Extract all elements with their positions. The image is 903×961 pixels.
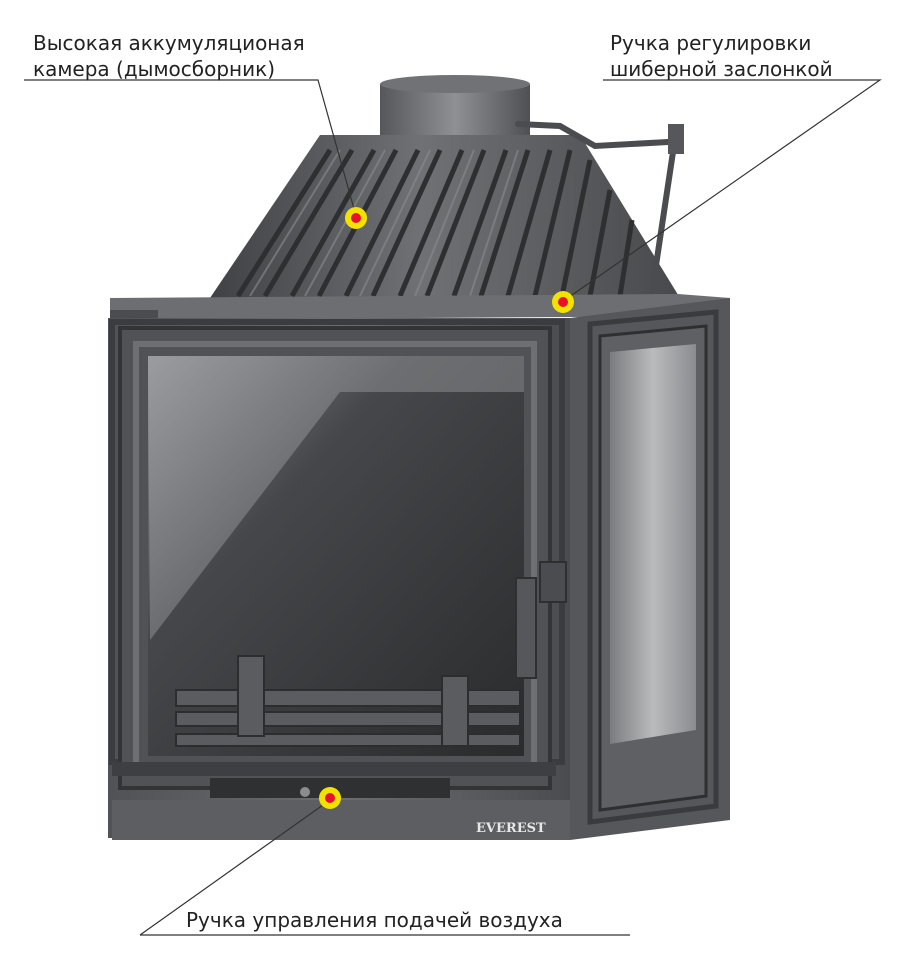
front-door	[118, 326, 552, 790]
label-damper-line1: Ручка регулировки	[610, 31, 812, 55]
label-chamber-line1: Высокая аккумуляционая	[33, 31, 305, 55]
door-handle	[515, 561, 567, 679]
marker-damper	[552, 291, 574, 313]
label-accumulation-chamber: Высокая аккумуляционая камера (дымосборн…	[33, 30, 305, 82]
label-air-line1: Ручка управления подачей воздуха	[186, 908, 563, 932]
side-panel	[570, 298, 730, 840]
log-grate	[175, 655, 521, 747]
marker-chamber	[345, 207, 367, 229]
smoke-hood	[210, 135, 680, 298]
label-damper-handle: Ручка регулировки шиберной заслонкой	[610, 30, 833, 82]
label-air-control: Ручка управления подачей воздуха	[186, 907, 563, 933]
label-damper-line2: шиберной заслонкой	[610, 57, 833, 81]
brand-logo: EVEREST	[476, 821, 546, 836]
side-glass	[610, 344, 696, 744]
leader-chamber	[24, 79, 357, 217]
label-chamber-line2: камера (дымосборник)	[33, 57, 276, 81]
air-control-strip	[112, 762, 570, 840]
leader-lines	[24, 79, 882, 936]
hood-ribs	[235, 148, 635, 298]
marker-air	[319, 787, 341, 809]
leader-damper	[561, 79, 882, 303]
leader-air-diag	[139, 799, 331, 936]
damper-rod	[515, 121, 684, 295]
